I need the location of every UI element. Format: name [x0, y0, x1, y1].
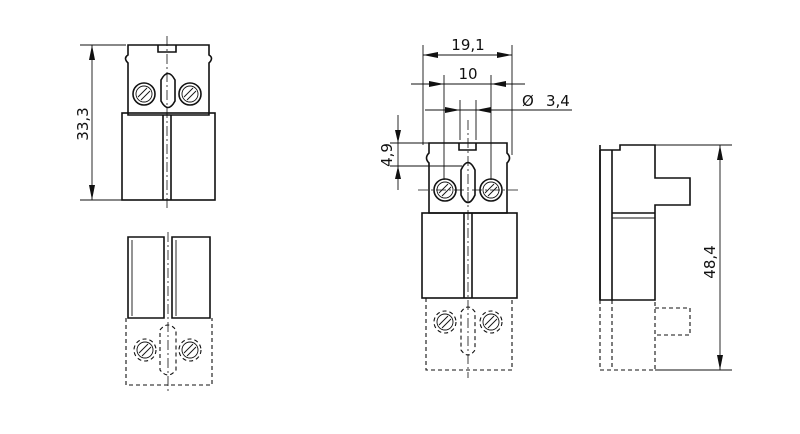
front-view-center: 19,1 10 Ø 3,4 4,9 [378, 36, 572, 378]
screw-icon [132, 82, 156, 106]
diameter-symbol: Ø [522, 92, 534, 110]
screw-icon [178, 338, 202, 362]
front-view-top-left: 33,3 [74, 36, 216, 210]
screw-icon [178, 82, 202, 106]
dimension-label: 3,4 [546, 92, 570, 110]
dimension-label: 48,4 [701, 245, 719, 278]
screw-icon [133, 338, 157, 362]
dimension-label: 10 [458, 65, 477, 83]
screw-icon [479, 310, 503, 334]
dimension-label: 33,3 [74, 107, 92, 140]
side-view-right: 48,4 [599, 144, 732, 371]
screw-icon [433, 310, 457, 334]
dimension-label: 4,9 [378, 143, 396, 167]
dimension-label: 19,1 [451, 36, 484, 54]
rear-view-bottom-left [125, 232, 213, 392]
